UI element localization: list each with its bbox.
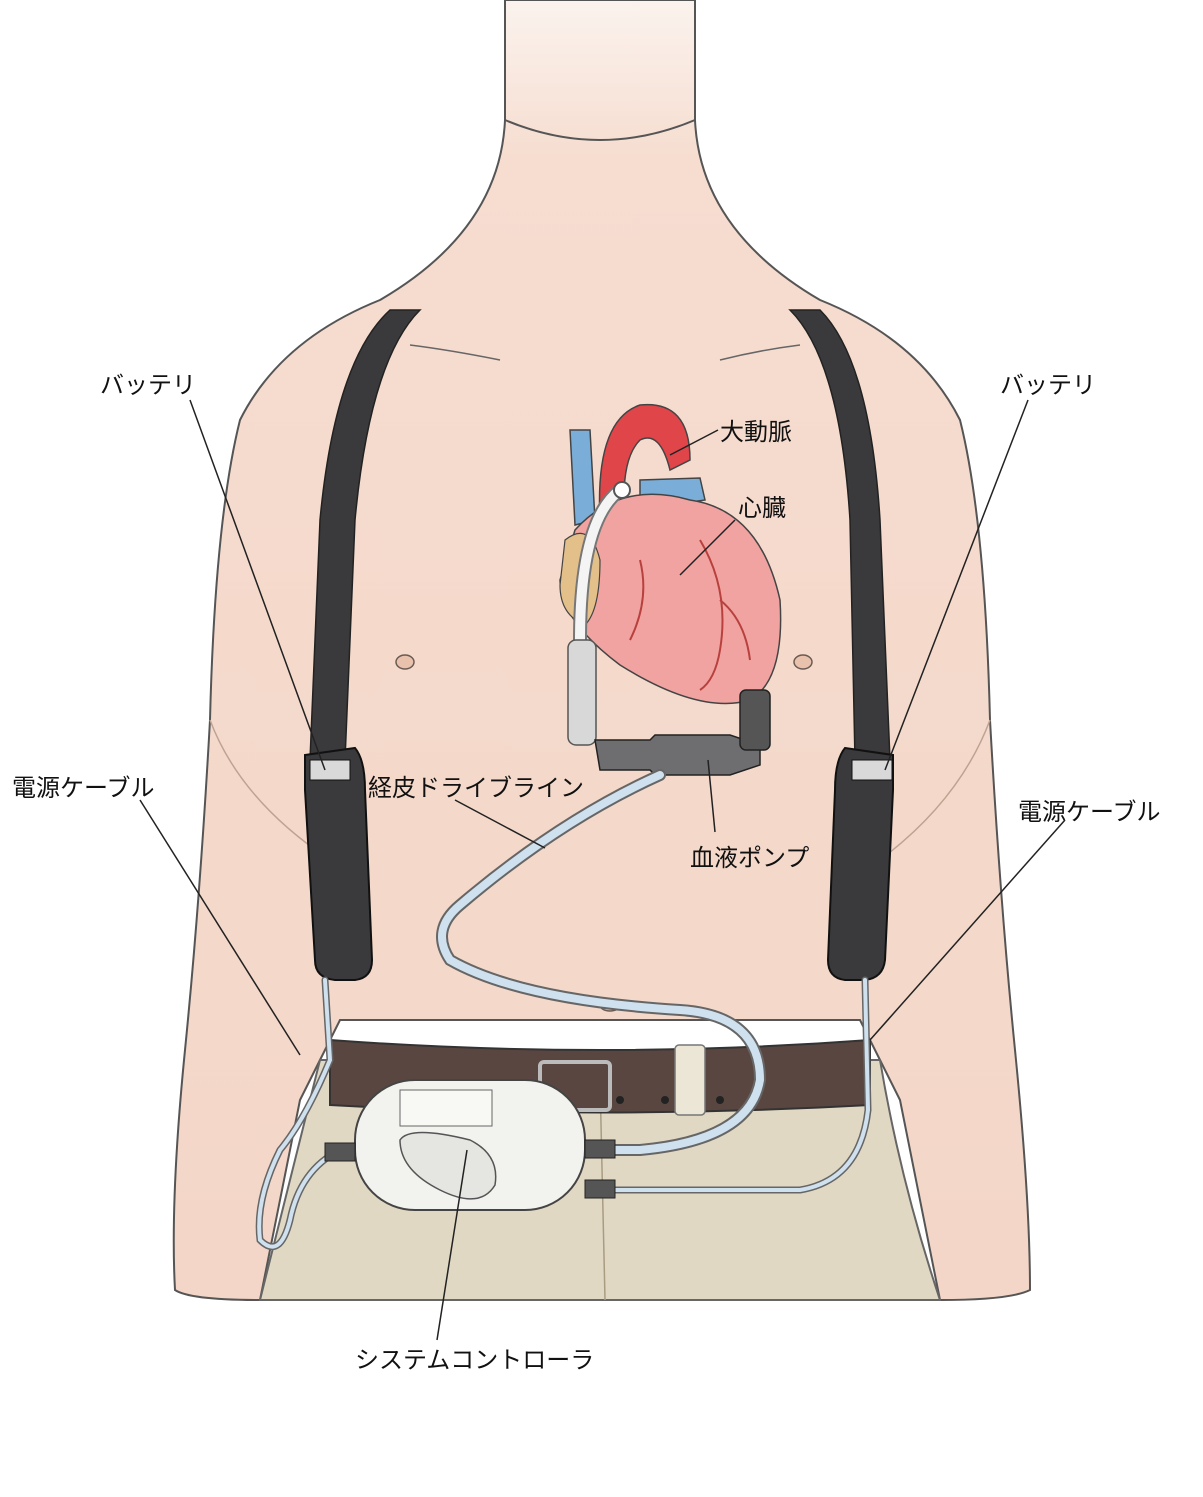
battery-right-device xyxy=(828,748,893,980)
label-heart: 心臓 xyxy=(738,488,786,523)
label-battery-right: バッテリ xyxy=(1000,365,1096,400)
label-aorta: 大動脈 xyxy=(720,412,792,447)
label-battery-left: バッテリ xyxy=(100,365,196,400)
label-system-controller: システムコントローラ xyxy=(355,1340,594,1375)
label-power-cable-right: 電源ケーブル xyxy=(1018,792,1161,827)
battery-left-device xyxy=(305,748,372,980)
label-blood-pump: 血液ポンプ xyxy=(690,838,809,873)
label-power-cable-left: 電源ケーブル xyxy=(12,768,155,803)
label-driveline: 経皮ドライブライン xyxy=(368,768,584,803)
